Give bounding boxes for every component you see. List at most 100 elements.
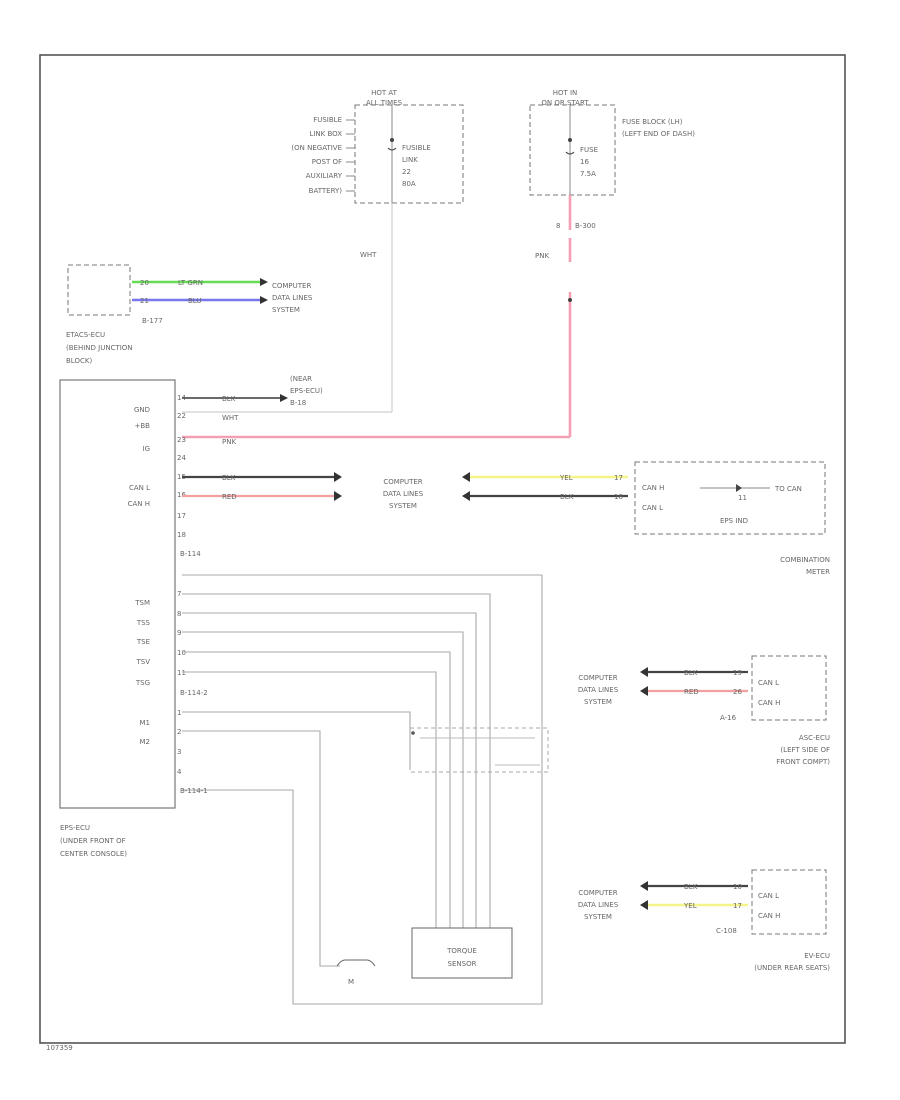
- torque-sensor-2: SENSOR: [448, 960, 477, 968]
- eps-pin-24: 24: [177, 454, 186, 462]
- fusible-fuse-2: LINK: [402, 156, 418, 164]
- ev-box: [751, 869, 827, 935]
- ev-target-3: SYSTEM: [584, 913, 612, 921]
- asc-name-1: ASC-ECU: [799, 734, 830, 742]
- ev-blk-color: BLK: [684, 883, 698, 891]
- torque-sensor-wires: [182, 593, 491, 928]
- fusible-link-box: [354, 104, 464, 204]
- motor-symbol: [336, 959, 376, 967]
- fusible-desc-5: AUXILIARY: [306, 172, 343, 180]
- fuse-symbol: [387, 147, 397, 151]
- asc-red-color: RED: [684, 688, 699, 696]
- eps-name-1: EPS-ECU: [60, 824, 90, 832]
- ev-ecu: COMPUTER DATA LINES SYSTEM BLK 10 YEL 17…: [578, 869, 830, 972]
- eps-label-tss: TSS: [136, 619, 151, 627]
- ev-target-2: DATA LINES: [578, 901, 619, 909]
- hot-at-header-2: ALL TIMES: [366, 99, 403, 107]
- ev-blk-pin: 10: [733, 883, 742, 891]
- asc-target-1: COMPUTER: [578, 674, 617, 682]
- eps-pin-10: 10: [177, 649, 186, 657]
- eps-label-bb: +BB: [135, 422, 151, 430]
- fuse-block-box: [529, 104, 616, 196]
- asc-pin-canh: CAN H: [758, 699, 780, 707]
- torque-sensor-1: TORQUE: [446, 947, 477, 955]
- asc-name-2: (LEFT SIDE OF: [780, 746, 830, 754]
- meter-blk-pin: 18: [614, 493, 623, 501]
- etacs-target-2: DATA LINES: [272, 294, 313, 302]
- eps-pin-1: 1: [177, 709, 181, 717]
- asc-target-3: SYSTEM: [584, 698, 612, 706]
- fuse-connector-pin: 8: [556, 222, 560, 230]
- ev-pin-canl: CAN L: [758, 892, 779, 900]
- fuse-connector-id: B-300: [575, 222, 596, 230]
- fusible-desc-3: (ON NEGATIVE: [291, 144, 342, 152]
- meter-yel-pin: 17: [614, 474, 623, 482]
- asc-box: [751, 655, 827, 721]
- motor-wires: [182, 711, 411, 967]
- eps-can-target-3: SYSTEM: [389, 502, 417, 510]
- fuse16-1: FUSE: [580, 146, 598, 154]
- asc-blk-pin: 19: [733, 669, 742, 677]
- eps-pin-2: 2: [177, 728, 181, 736]
- eps-pin-23: 23: [177, 436, 186, 444]
- etacs-name-1: ETACS-ECU: [66, 331, 105, 339]
- ev-target-1: COMPUTER: [578, 889, 617, 897]
- fusible-link-block: HOT AT ALL TIMES FUSIBLE LINK BOX (ON NE…: [182, 89, 464, 413]
- eps-label-m1: M1: [140, 719, 151, 727]
- asc-target-2: DATA LINES: [578, 686, 619, 694]
- eps-connector-b: B-114-2: [180, 689, 208, 697]
- ev-connector: C-108: [716, 927, 737, 935]
- eps-pin-7: 7: [177, 590, 181, 598]
- ground-target-1: (NEAR: [290, 375, 312, 383]
- meter-inner-1: TO CAN: [774, 485, 802, 493]
- asc-pin-canl: CAN L: [758, 679, 779, 687]
- fusible-desc-2: LINK BOX: [309, 130, 342, 138]
- meter-name-2: METER: [806, 568, 830, 576]
- diagram-frame: [39, 54, 846, 1044]
- etacs-color-20: LT GRN: [178, 279, 203, 287]
- wht-wire-color: WHT: [222, 414, 239, 422]
- shield-outline: [182, 574, 543, 1005]
- etacs-color-21: BLU: [188, 297, 201, 305]
- hot-in-header-1: HOT IN: [553, 89, 578, 97]
- ev-yel-color: YEL: [683, 902, 697, 910]
- eps-pin-18: 18: [177, 531, 186, 539]
- hot-in-header-2: ON OR START: [541, 99, 589, 107]
- ground-target-3: B-18: [290, 399, 306, 407]
- eps-ecu: GND +BB IG CAN L CAN H 14 22 23 24 15 16…: [59, 375, 549, 1005]
- etacs-ecu: 20 LT GRN 21 BLU COMPUTER DATA LINES SYS…: [66, 264, 313, 365]
- eps-pin-4: 4: [177, 768, 182, 776]
- motor-label: M: [348, 978, 354, 986]
- etacs-name-3: BLOCK): [66, 357, 92, 365]
- fuse16-3: 7.5A: [580, 170, 596, 178]
- etacs-pin-20: 20: [140, 279, 149, 287]
- fuse-block-desc-2: (LEFT END OF DASH): [622, 130, 695, 138]
- eps-label-tsv: TSV: [135, 658, 150, 666]
- eps-name-2: (UNDER FRONT OF: [60, 837, 126, 845]
- eps-label-tsg: TSG: [135, 679, 150, 687]
- pnk-wire-color: PNK: [222, 438, 236, 446]
- meter-yel-color: YEL: [559, 474, 573, 482]
- fusible-fuse-4: 80A: [402, 180, 416, 188]
- asc-ecu: COMPUTER DATA LINES SYSTEM BLK 19 RED 26…: [578, 655, 830, 766]
- eps-label-m2: M2: [140, 738, 151, 746]
- hot-at-header-1: HOT AT: [371, 89, 398, 97]
- can-l-color: BLK: [222, 474, 236, 482]
- ev-yel-pin: 17: [733, 902, 742, 910]
- meter-pin-canh: CAN H: [642, 484, 664, 492]
- eps-pin-17: 17: [177, 512, 186, 520]
- asc-blk-color: BLK: [684, 669, 698, 677]
- eps-pin-8: 8: [177, 610, 181, 618]
- asc-red-pin: 26: [733, 688, 742, 696]
- eps-pin-9: 9: [177, 629, 181, 637]
- fuse16-2: 16: [580, 158, 589, 166]
- eps-label-ig: IG: [143, 445, 151, 453]
- ground-target-2: EPS-ECU): [290, 387, 323, 395]
- fusible-desc-6: BATTERY): [309, 187, 343, 195]
- meter-blk-color: BLK: [560, 493, 574, 501]
- fusible-fuse-1: FUSIBLE: [402, 144, 431, 152]
- wire-pnk-label: PNK: [535, 252, 549, 260]
- etacs-target-1: COMPUTER: [272, 282, 311, 290]
- eps-pin-3: 3: [177, 748, 181, 756]
